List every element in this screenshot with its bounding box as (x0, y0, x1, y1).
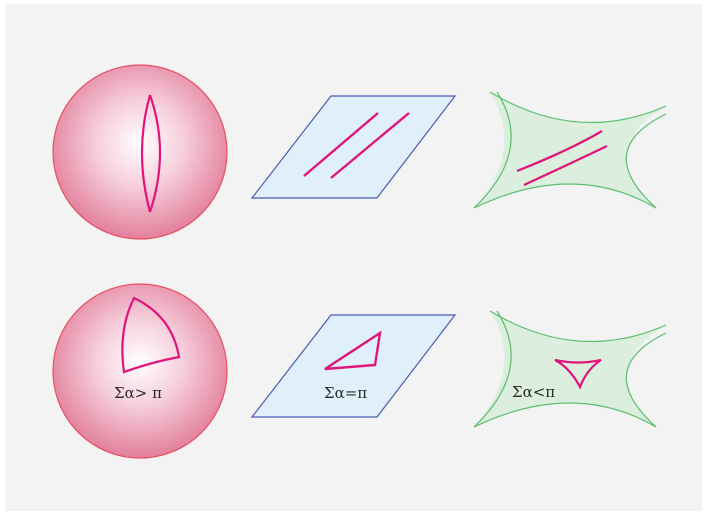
saddle-angle-sum-label: Σα<π (512, 383, 555, 401)
saddle-top-fill (474, 92, 666, 208)
plane-parallel-lines (252, 96, 455, 198)
sphere-parallel-lines (53, 65, 227, 239)
saddle-parallel-lines (474, 92, 666, 208)
plane-angle-sum-label: Σα=π (324, 384, 367, 402)
sphere-triangle: Σα> π (53, 284, 227, 458)
plane-top (252, 96, 455, 198)
sphere-bottom (53, 284, 227, 458)
sphere-angle-sum-label: Σα> π (114, 384, 162, 402)
sphere-top (53, 65, 227, 239)
saddle-triangle: Σα<π (474, 311, 666, 427)
plane-triangle: Σα=π (252, 315, 455, 417)
saddle-bottom-fill (474, 311, 666, 427)
